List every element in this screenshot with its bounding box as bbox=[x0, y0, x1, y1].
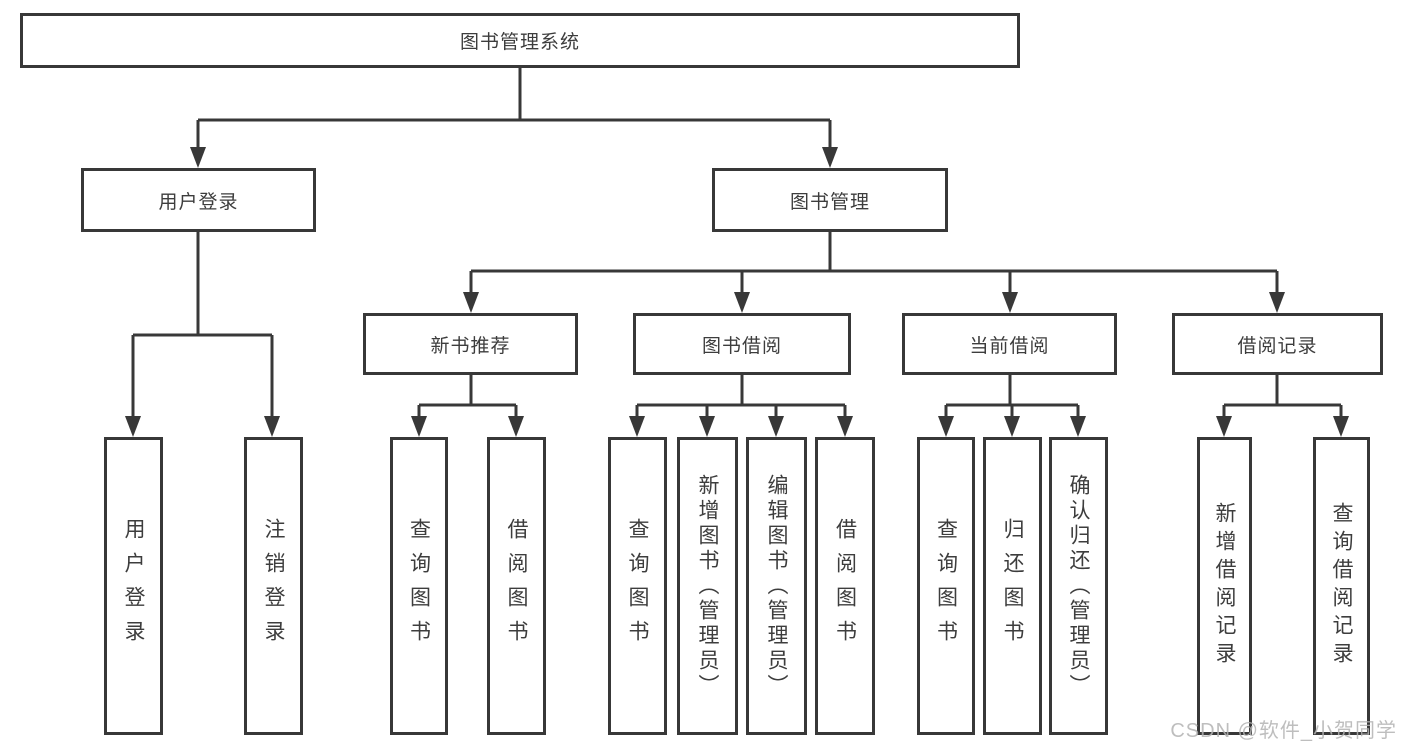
leaf-query-books-recommend: 查询图书 bbox=[390, 437, 448, 735]
leaf-logout-login: 注销登录 bbox=[244, 437, 303, 735]
node-borrowing-records: 借阅记录 bbox=[1172, 313, 1383, 375]
leaf-add-borrow-record: 新增借阅记录 bbox=[1197, 437, 1252, 735]
leaf-user-login: 用户登录 bbox=[104, 437, 163, 735]
node-current-borrowing: 当前借阅 bbox=[902, 313, 1117, 375]
leaf-add-books-admin: 新增图书（管理员） bbox=[677, 437, 738, 735]
node-book-management: 图书管理 bbox=[712, 168, 948, 232]
leaf-borrow-books: 借阅图书 bbox=[815, 437, 875, 735]
leaf-borrow-books-recommend: 借阅图书 bbox=[487, 437, 546, 735]
leaf-query-books-current: 查询图书 bbox=[917, 437, 975, 735]
node-library-management-system: 图书管理系统 bbox=[20, 13, 1020, 68]
watermark: CSDN @软件_小贺同学 bbox=[1170, 720, 1397, 742]
leaf-edit-books-admin: 编辑图书（管理员） bbox=[746, 437, 807, 735]
node-user-login: 用户登录 bbox=[81, 168, 316, 232]
leaf-return-books: 归还图书 bbox=[983, 437, 1042, 735]
leaf-confirm-return-admin: 确认归还（管理员） bbox=[1049, 437, 1108, 735]
node-new-book-recommend: 新书推荐 bbox=[363, 313, 578, 375]
node-book-borrowing: 图书借阅 bbox=[633, 313, 851, 375]
leaf-query-borrow-record: 查询借阅记录 bbox=[1313, 437, 1370, 735]
leaf-query-books-borrowing: 查询图书 bbox=[608, 437, 667, 735]
